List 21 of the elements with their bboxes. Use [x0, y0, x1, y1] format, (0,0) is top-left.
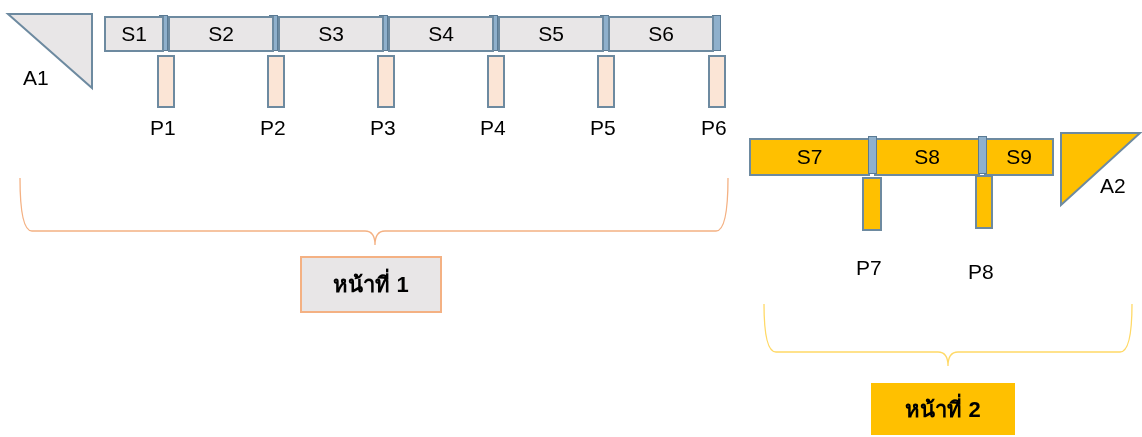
pier-label: P2 [260, 116, 286, 140]
deck-span: S4 [388, 16, 494, 52]
pier-label: P4 [480, 116, 506, 140]
page-label-box: หน้าที่ 2 [871, 383, 1015, 435]
pier-label: P8 [968, 260, 994, 284]
page-label-box: หน้าที่ 1 [300, 256, 442, 313]
deck-span: S6 [608, 16, 714, 52]
pier-label: P6 [701, 116, 727, 140]
pier-label: P7 [856, 256, 882, 280]
pier-label: P3 [370, 116, 396, 140]
abutment-label: A1 [23, 66, 49, 90]
abutment-label: A2 [1100, 174, 1126, 198]
deck-span: S3 [278, 16, 384, 52]
deck-span: S5 [498, 16, 604, 52]
deck-span: S9 [984, 138, 1054, 176]
deck-span: S2 [168, 16, 274, 52]
deck-span: S7 [749, 138, 870, 176]
deck-span: S8 [874, 138, 980, 176]
deck-span: S1 [104, 16, 164, 52]
pier-label: P1 [150, 116, 176, 140]
pier-label: P5 [590, 116, 616, 140]
